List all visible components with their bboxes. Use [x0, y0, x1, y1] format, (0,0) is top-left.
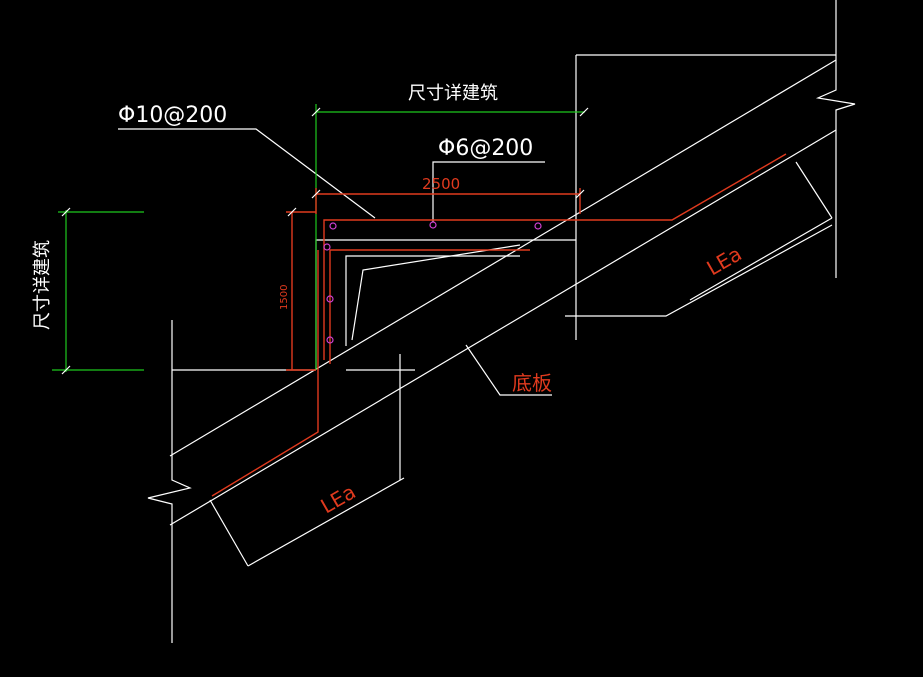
right-wall-edge — [815, 0, 856, 278]
top-rebar — [323, 153, 787, 360]
leader-main-rebar — [118, 128, 376, 219]
inner-rebar — [329, 249, 530, 364]
right-return-line — [565, 224, 833, 317]
rebar-ticks — [287, 189, 585, 217]
beam-outline — [315, 239, 576, 370]
label-slab: 底板 — [512, 371, 552, 395]
rebar-lines — [211, 153, 787, 497]
leader-slab — [465, 344, 552, 396]
left-wall-edge — [147, 320, 192, 643]
label-main-rebar: Φ10@200 — [118, 103, 227, 128]
rebar-dots — [323, 221, 542, 344]
label-anchor-lower: LEa — [317, 480, 360, 519]
slab-upper-edge — [169, 59, 837, 457]
dimension-ticks — [61, 107, 589, 375]
lea-lower-ext-1 — [209, 499, 249, 567]
label-anchor-upper: LEa — [703, 242, 746, 281]
label-height-dim: 1500 — [279, 285, 290, 310]
lea-lower-dim — [247, 477, 405, 567]
label-dim-top: 尺寸详建筑 — [408, 83, 498, 104]
lea-upper-dim-a — [689, 217, 833, 301]
label-dim-left: 尺寸详建筑 — [32, 240, 53, 330]
lea-upper-ext-1 — [795, 161, 833, 219]
step-hatch — [351, 244, 521, 341]
slab-lower-edge — [169, 129, 837, 526]
label-dist-rebar: Φ6@200 — [438, 136, 533, 161]
dimension-lines — [52, 104, 585, 372]
step-inner — [345, 255, 520, 346]
vertical-rebar — [211, 250, 319, 497]
label-width-dim: 2500 — [422, 175, 460, 193]
leader-dist-rebar — [432, 161, 545, 222]
